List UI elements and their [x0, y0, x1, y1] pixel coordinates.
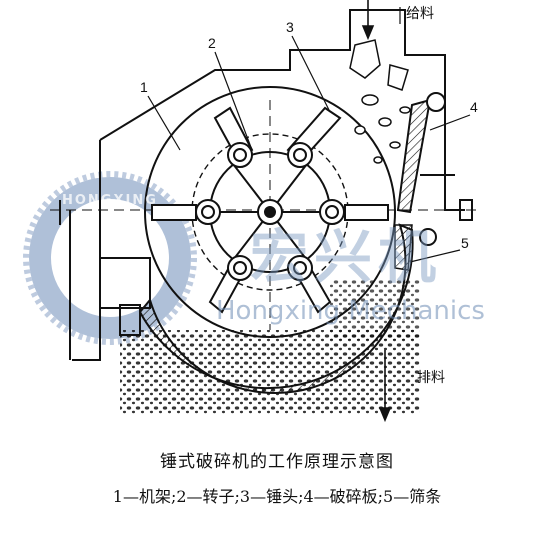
flow-arrows: [361, 0, 392, 423]
leader-lines: [147, 7, 471, 263]
caption-title: 锤式破碎机的工作原理示意图: [160, 452, 394, 472]
label-5: 5: [461, 235, 469, 251]
hammers: [151, 106, 389, 314]
watermark-cn: 宏兴机: [250, 223, 443, 291]
feed-label: 给料: [406, 6, 434, 22]
label-2: 2: [208, 35, 216, 51]
label-3: 3: [286, 19, 294, 35]
rotor: [205, 151, 335, 273]
watermark-ring-text: HONGXING: [62, 193, 158, 208]
discharge-particles: [120, 280, 420, 415]
crushing-plate: [396, 92, 455, 246]
caption-legend: 1—机架;2—转子;3—锤头;4—破碎板;5—筛条: [112, 487, 442, 506]
label-1: 1: [140, 79, 148, 95]
watermark-en: Hongxing Mechanics: [216, 296, 485, 326]
discharge-label: 排料: [417, 370, 445, 386]
watermark-logo: [23, 171, 197, 345]
feed-material: [349, 39, 411, 164]
label-4: 4: [470, 99, 478, 115]
